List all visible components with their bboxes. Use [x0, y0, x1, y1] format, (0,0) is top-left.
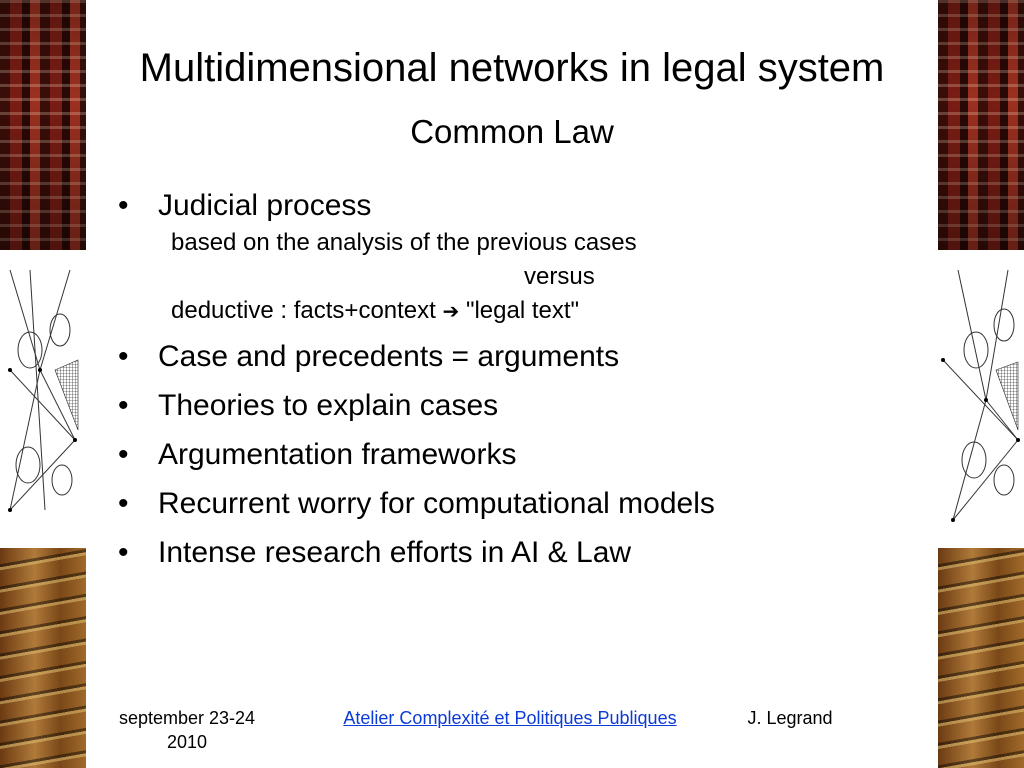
bullet-item: Recurrent worry for computational models — [118, 484, 918, 533]
courtroom-photo — [938, 0, 1024, 250]
footer-author: J. Legrand — [747, 708, 833, 728]
law-books-photo — [938, 548, 1024, 768]
sub-point-text: "legal text" — [465, 297, 580, 324]
footer-date-line: 2010 — [166, 732, 208, 752]
right-arrow-icon: ➔ — [442, 299, 460, 323]
sub-point-versus: versus — [524, 263, 595, 290]
bullet-item: Intense research efforts in AI & Law — [118, 533, 918, 582]
network-diagram-image — [0, 250, 86, 548]
bullet-item: Judicial process — [118, 186, 918, 226]
bullet-item: Case and precedents = arguments — [118, 337, 918, 386]
left-decoration — [0, 0, 86, 768]
footer-date: september 23-24 2010 — [92, 706, 282, 754]
bullet-item: Argumentation frameworks — [118, 435, 918, 484]
slide-title: Multidimensional networks in legal syste… — [139, 46, 885, 90]
network-diagram-image — [938, 250, 1024, 548]
courtroom-photo — [0, 0, 86, 250]
bullet-item: Theories to explain cases — [118, 386, 918, 435]
law-books-photo — [0, 548, 86, 768]
sub-point-text: deductive : facts+context — [171, 297, 436, 324]
footer-date-line: september 23-24 — [118, 708, 256, 728]
footer-link[interactable]: Atelier Complexité et Politiques Publiqu… — [343, 708, 677, 728]
sub-point: based on the analysis of the previous ca… — [171, 229, 637, 256]
slide-content: Judicial process based on the analysis o… — [118, 186, 918, 582]
slide-subtitle: Common Law — [410, 113, 614, 150]
right-decoration — [938, 0, 1024, 768]
bullet-list: Case and precedents = arguments Theories… — [118, 337, 918, 582]
sub-point: deductive : facts+context ➔ "legal text" — [118, 294, 918, 328]
